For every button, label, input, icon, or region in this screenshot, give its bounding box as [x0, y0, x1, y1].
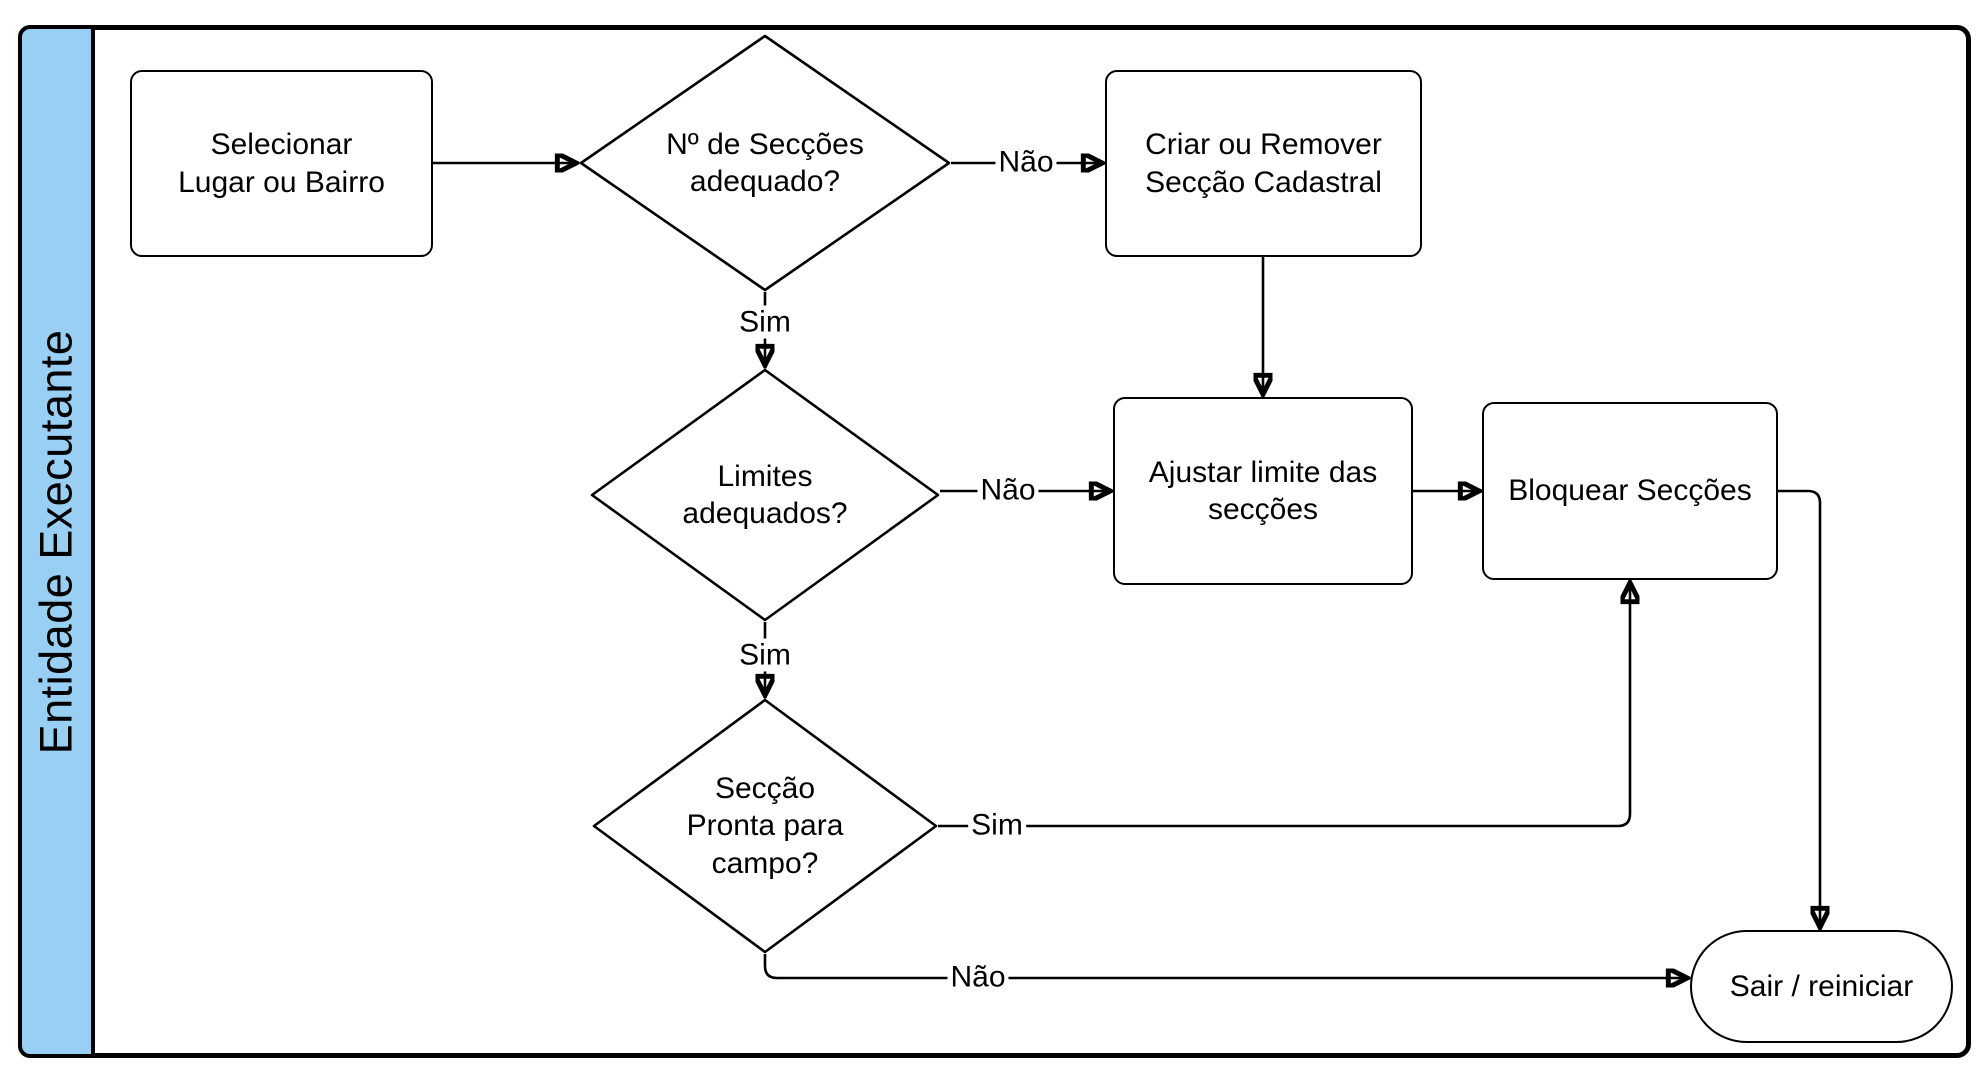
- terminator-sair-reiniciar: Sair / reiniciar: [1690, 930, 1953, 1043]
- edge-label-sim-limites: Sim: [736, 638, 794, 672]
- decision-limites-adequados: Limites adequados?: [590, 368, 940, 622]
- edge-label-nao-limites: Não: [977, 473, 1039, 507]
- edge-label-sim-num-seccoes: Sim: [736, 305, 794, 339]
- process-bloquear-seccoes: Bloquear Secções: [1482, 402, 1778, 580]
- edge-pronta-nao-to-sair: [763, 954, 1686, 978]
- edge-label-sim-pronta: Sim: [968, 808, 1026, 842]
- process-criar-ou-remover-seccao-cadastral: Criar ou Remover Secção Cadastral: [1105, 70, 1422, 257]
- process-ajustar-limite-das-seccoes: Ajustar limite das secções: [1113, 397, 1413, 585]
- edge-label-nao-num-seccoes: Não: [995, 145, 1057, 179]
- diamond-shape: [579, 34, 951, 292]
- decision-label: Limites adequados?: [682, 459, 848, 531]
- decision-num-seccoes-adequado: Nº de Secções adequado?: [579, 34, 951, 292]
- swimlane-header-bar: [18, 25, 95, 1058]
- decision-seccao-pronta-para-campo: Secção Pronta para campo?: [592, 698, 938, 954]
- decision-label: Nº de Secções adequado?: [666, 127, 864, 199]
- diamond-shape: [592, 698, 938, 954]
- decision-label: Secção Pronta para campo?: [686, 771, 844, 880]
- process-selecionar-lugar-ou-bairro: Selecionar Lugar ou Bairro: [130, 70, 433, 257]
- edge-bloquear-to-sair: [1778, 489, 1820, 926]
- edge-pronta-sim-to-bloquear: [938, 584, 1630, 828]
- edge-label-nao-pronta: Não: [947, 960, 1009, 994]
- diamond-shape: [590, 368, 940, 622]
